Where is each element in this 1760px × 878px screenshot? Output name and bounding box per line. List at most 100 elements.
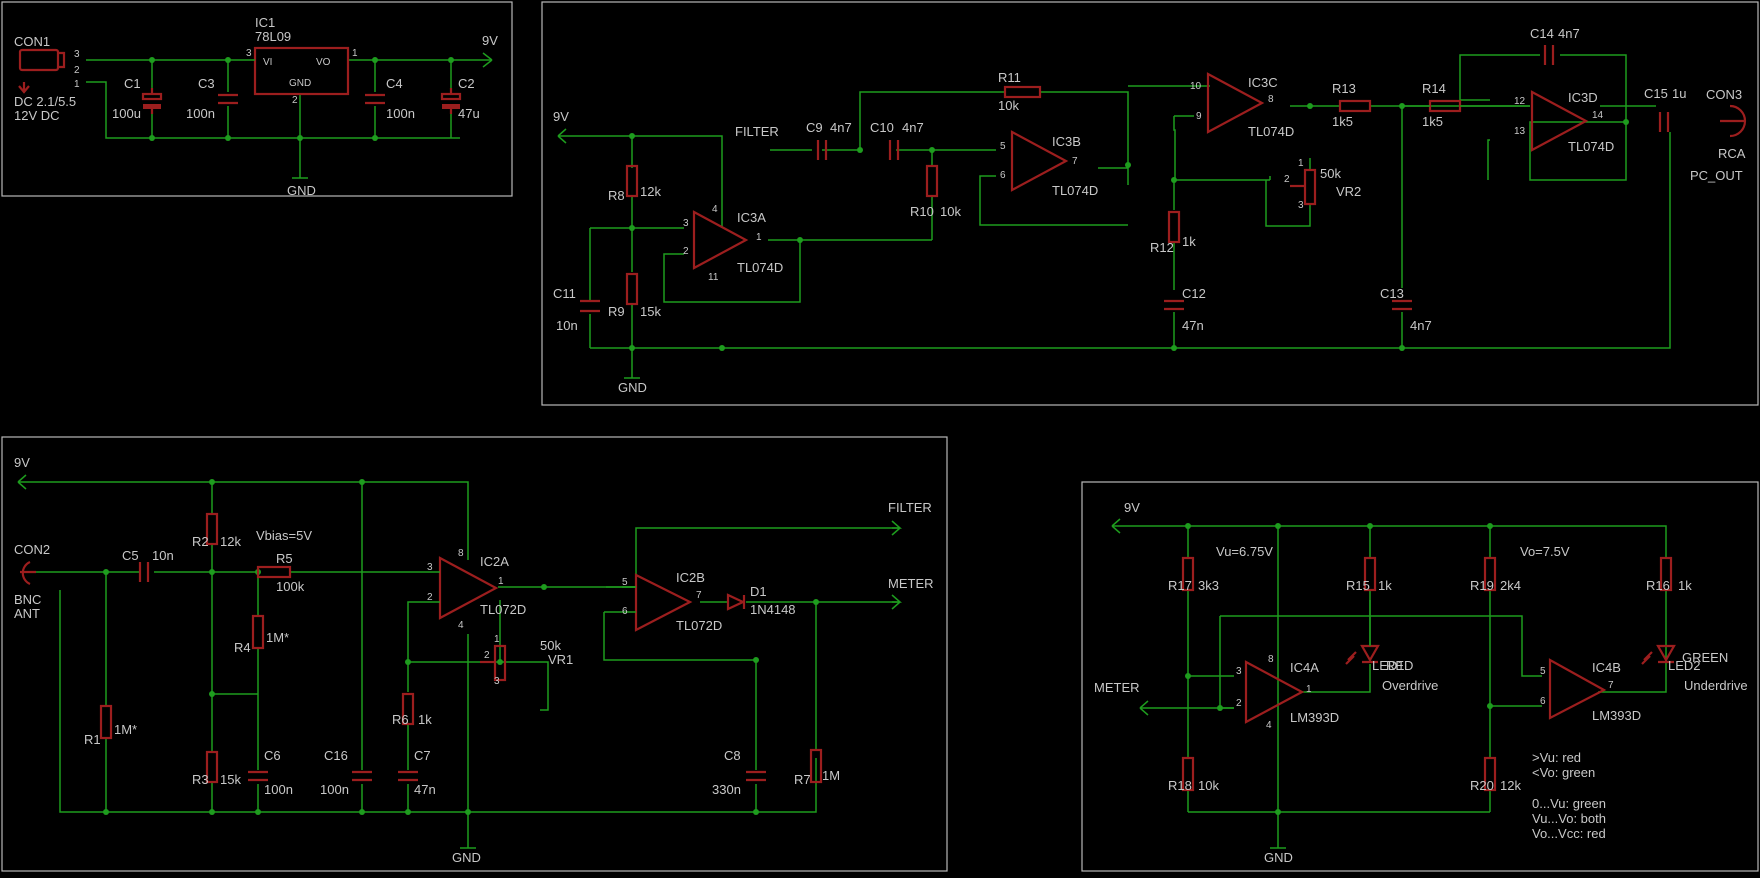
ic3d-opamp [1530, 90, 1589, 152]
led2-green [1641, 644, 1676, 665]
svg-text:6: 6 [1540, 696, 1546, 707]
svg-text:10k: 10k [998, 98, 1019, 113]
svg-text:TL074D: TL074D [1052, 183, 1098, 198]
svg-text:12k: 12k [1500, 778, 1521, 793]
svg-text:8: 8 [458, 548, 464, 559]
svg-text:1k: 1k [1378, 578, 1392, 593]
svg-text:9: 9 [1196, 111, 1202, 122]
svg-text:Vo...Vcc: red: Vo...Vcc: red [1532, 826, 1606, 841]
svg-text:TL074D: TL074D [737, 260, 783, 275]
filter-section [557, 45, 1747, 379]
svg-text:1M*: 1M* [266, 630, 289, 645]
svg-text:14: 14 [1592, 110, 1604, 121]
svg-text:2: 2 [1284, 174, 1290, 185]
c14-capacitor [1543, 45, 1555, 65]
con1-dc-jack [18, 48, 66, 94]
input-amp-frame [1, 436, 948, 872]
d1-diode [726, 593, 746, 611]
svg-text:3: 3 [427, 562, 433, 573]
svg-text:GND: GND [289, 78, 311, 89]
svg-text:IC4A: IC4A [1290, 660, 1319, 675]
svg-text:CON3: CON3 [1706, 87, 1742, 102]
svg-text:R4: R4 [234, 640, 251, 655]
svg-text:1: 1 [756, 232, 762, 243]
svg-text:FILTER: FILTER [888, 500, 932, 515]
svg-text:1N4148: 1N4148 [750, 602, 796, 617]
r4-resistor [251, 614, 265, 650]
svg-text:R20: R20 [1470, 778, 1494, 793]
svg-text:4n7: 4n7 [830, 120, 852, 135]
svg-text:10k: 10k [1198, 778, 1219, 793]
svg-text:FILTER: FILTER [735, 124, 779, 139]
svg-text:8: 8 [1268, 94, 1274, 105]
svg-text:R10: R10 [910, 204, 934, 219]
svg-text:9V: 9V [1124, 500, 1140, 515]
svg-text:50k: 50k [540, 638, 561, 653]
svg-text:C10: C10 [870, 120, 894, 135]
svg-text:10: 10 [1190, 81, 1202, 92]
svg-text:<Vo: green: <Vo: green [1532, 765, 1595, 780]
svg-text:4n7: 4n7 [902, 120, 924, 135]
svg-text:GND: GND [452, 850, 481, 865]
c12-capacitor [1164, 299, 1184, 311]
svg-text:100n: 100n [386, 106, 415, 121]
c15-capacitor [1658, 112, 1670, 132]
svg-text:C14: C14 [1530, 26, 1554, 41]
svg-text:13: 13 [1514, 126, 1526, 137]
svg-text:9V: 9V [553, 109, 569, 124]
svg-text:VR2: VR2 [1336, 184, 1361, 199]
svg-text:TL072D: TL072D [480, 602, 526, 617]
svg-text:C3: C3 [198, 76, 215, 91]
svg-text:0...Vu: green: 0...Vu: green [1532, 796, 1606, 811]
svg-text:2: 2 [292, 95, 298, 106]
svg-text:1u: 1u [1672, 86, 1686, 101]
r2-resistor [205, 512, 219, 546]
svg-text:RED: RED [1386, 658, 1413, 673]
r11-resistor [1003, 85, 1042, 99]
r20-resistor [1483, 756, 1497, 792]
svg-text:IC4B: IC4B [1592, 660, 1621, 675]
r1-resistor [99, 704, 113, 740]
svg-text:R6: R6 [392, 712, 409, 727]
svg-text:10n: 10n [556, 318, 578, 333]
con3-rca-jack [1720, 104, 1747, 138]
svg-text:2: 2 [484, 650, 490, 661]
svg-text:4: 4 [1266, 720, 1272, 731]
svg-text:IC2B: IC2B [676, 570, 705, 585]
svg-text:12k: 12k [640, 184, 661, 199]
svg-text:1: 1 [498, 576, 504, 587]
svg-text:VO: VO [316, 57, 331, 68]
svg-text:R13: R13 [1332, 81, 1356, 96]
svg-text:METER: METER [1094, 680, 1140, 695]
r19-resistor [1483, 556, 1497, 592]
svg-text:IC3A: IC3A [737, 210, 766, 225]
svg-text:1: 1 [352, 48, 358, 59]
input-amp-section [17, 474, 902, 849]
svg-text:7: 7 [696, 590, 702, 601]
ic3c-opamp [1206, 72, 1265, 134]
r17-resistor [1181, 556, 1195, 592]
r8-resistor [625, 164, 639, 198]
svg-text:Vu=6.75V: Vu=6.75V [1216, 544, 1273, 559]
svg-text:3: 3 [1298, 200, 1304, 211]
svg-text:6: 6 [1000, 170, 1006, 181]
svg-text:5: 5 [1540, 666, 1546, 677]
svg-text:TL074D: TL074D [1568, 139, 1614, 154]
svg-text:1M*: 1M* [114, 722, 137, 737]
ic3b-opamp [1010, 130, 1069, 192]
svg-text:1: 1 [494, 634, 500, 645]
svg-text:R8: R8 [608, 188, 625, 203]
r16-resistor [1659, 556, 1673, 592]
svg-text:IC3C: IC3C [1248, 75, 1278, 90]
svg-text:330n: 330n [712, 782, 741, 797]
c2-capacitor [440, 88, 462, 114]
svg-text:100n: 100n [186, 106, 215, 121]
svg-text:15k: 15k [640, 304, 661, 319]
svg-text:47n: 47n [414, 782, 436, 797]
svg-text:100k: 100k [276, 579, 305, 594]
svg-text:12: 12 [1514, 96, 1526, 107]
svg-text:LED2: LED2 [1668, 658, 1701, 673]
ic1-regulator [240, 46, 350, 96]
r10-resistor [925, 164, 939, 198]
svg-text:IC2A: IC2A [480, 554, 509, 569]
